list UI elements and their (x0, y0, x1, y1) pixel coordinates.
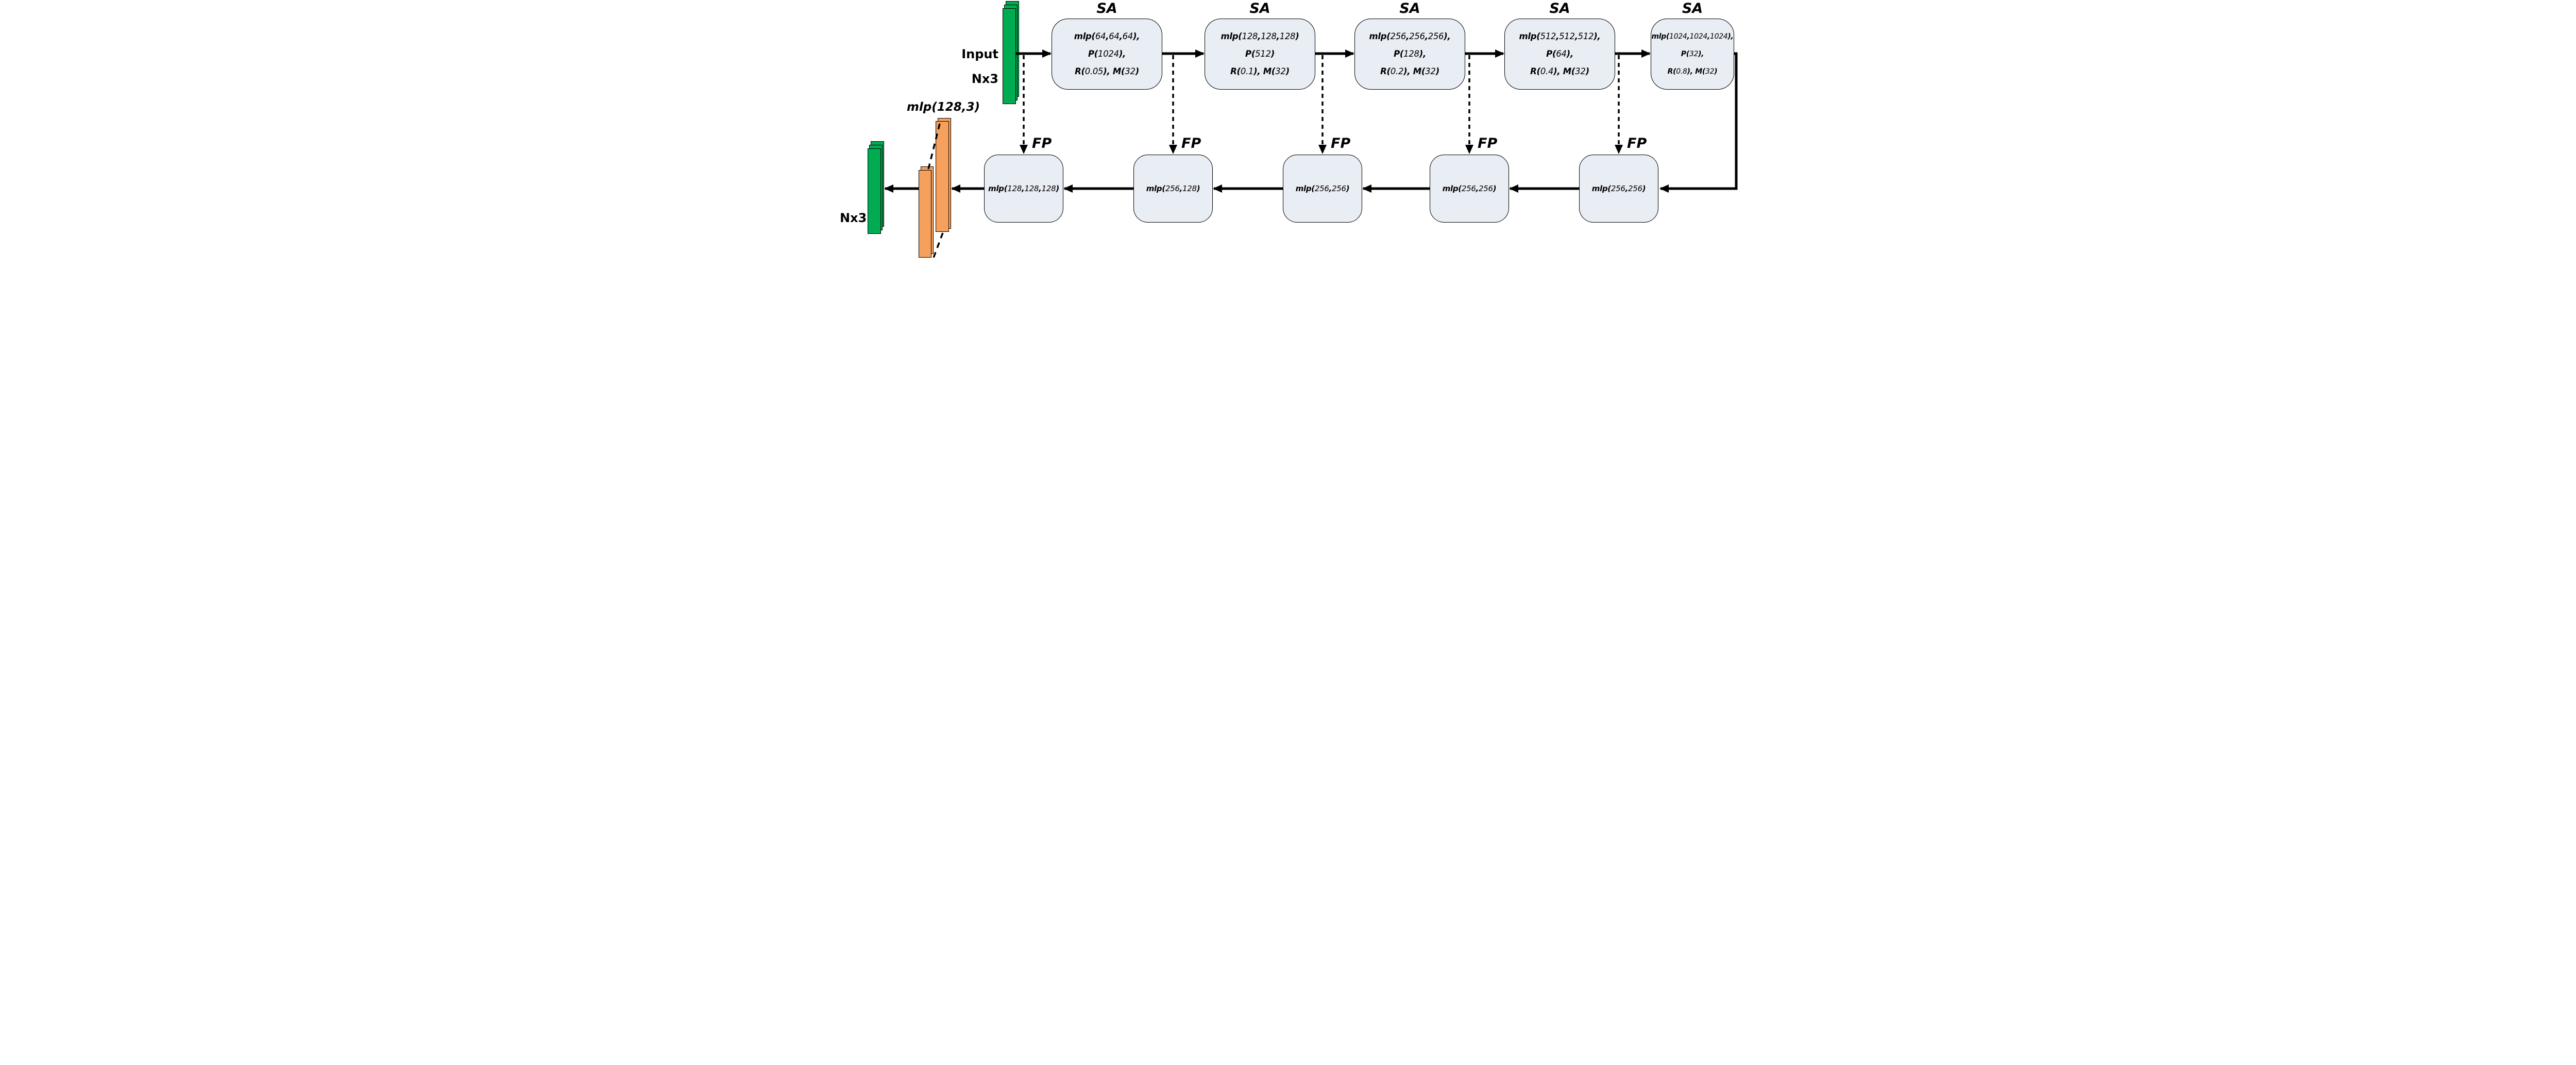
sa-module-2: mlp(128,128,128) P(512) R(0.1), M(32) (1205, 19, 1315, 90)
fp-tag-5: FP (1627, 136, 1647, 151)
sa5-points-spec: P(32), (1681, 50, 1704, 58)
fp-tag-4: FP (1478, 136, 1498, 151)
output-mlp-label: mlp(128,3) (906, 100, 980, 114)
sa-tag-4: SA (1549, 1, 1570, 16)
sa4-radius-spec: R(0.4), M(32) (1530, 66, 1589, 76)
sa1-radius-spec: R(0.05), M(32) (1075, 66, 1139, 76)
output-cloud-layer-front (868, 148, 881, 234)
fp-module-5: mlp(256,256) (1579, 155, 1658, 223)
feature-layer-tall-front (936, 121, 949, 232)
fp5-mlp-spec: mlp(256,256) (1591, 184, 1646, 193)
sa4-mlp-spec: mlp(512,512,512), (1519, 31, 1601, 41)
sa2-radius-spec: R(0.1), M(32) (1230, 66, 1290, 76)
sa-tag-2: SA (1249, 1, 1270, 16)
input-dims-label: Nx3 (971, 72, 998, 86)
sa3-points-spec: P(128), (1394, 49, 1426, 59)
sa-module-3: mlp(256,256,256), P(128), R(0.2), M(32) (1354, 19, 1465, 90)
feature-layer-short-front (919, 170, 931, 258)
fp-tag-2: FP (1181, 136, 1201, 151)
sa4-points-spec: P(64), (1546, 49, 1573, 59)
fp2-mlp-spec: mlp(256,128) (1146, 184, 1200, 193)
sa-tag-3: SA (1399, 1, 1420, 16)
architecture-diagram: Input Nx3 SA SA SA SA SA mlp(64,64,64), … (838, 0, 1738, 266)
output-dims-label: Nx3 (840, 211, 867, 225)
fp-module-2: mlp(256,128) (1133, 155, 1213, 223)
sa1-mlp-spec: mlp(64,64,64), (1074, 31, 1140, 41)
sa-module-1: mlp(64,64,64), P(1024), R(0.05), M(32) (1052, 19, 1162, 90)
fp-tag-1: FP (1032, 136, 1052, 151)
sa2-mlp-spec: mlp(128,128,128) (1221, 31, 1299, 41)
sa-module-4: mlp(512,512,512), P(64), R(0.4), M(32) (1504, 19, 1615, 90)
fp4-mlp-spec: mlp(256,256) (1442, 184, 1497, 193)
sa-module-5: mlp(1024,1024,1024), P(32), R(0.8), M(32… (1651, 19, 1734, 90)
sa-tag-5: SA (1682, 1, 1703, 16)
sa3-mlp-spec: mlp(256,256,256), (1369, 31, 1451, 41)
sa-tag-1: SA (1096, 1, 1117, 16)
input-cloud-layer-front (1003, 8, 1016, 104)
fp-module-1: mlp(128,128,128) (984, 155, 1063, 223)
input-title-label: Input (961, 47, 998, 61)
fp3-mlp-spec: mlp(256,256) (1295, 184, 1350, 193)
sa5-mlp-spec: mlp(1024,1024,1024), (1651, 32, 1734, 41)
sa3-radius-spec: R(0.2), M(32) (1380, 66, 1439, 76)
fp1-mlp-spec: mlp(128,128,128) (988, 184, 1059, 193)
fp-module-3: mlp(256,256) (1283, 155, 1362, 223)
sa1-points-spec: P(1024), (1088, 49, 1126, 59)
fp-tag-3: FP (1331, 136, 1351, 151)
mlp-guide-bottom (933, 232, 944, 258)
sa5-radius-spec: R(0.8), M(32) (1667, 67, 1718, 76)
sa2-points-spec: P(512) (1245, 49, 1275, 59)
fp-module-4: mlp(256,256) (1430, 155, 1509, 223)
